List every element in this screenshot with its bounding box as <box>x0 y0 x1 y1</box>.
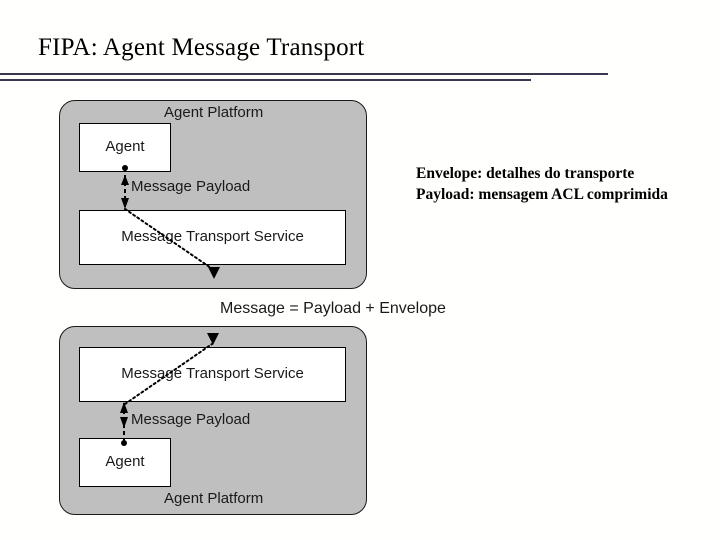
explanatory-note: Envelope: detalhes do transporte Payload… <box>416 163 668 205</box>
title-rule-primary <box>0 73 608 75</box>
page-title: FIPA: Agent Message Transport <box>38 34 365 61</box>
sender-payload-label: Message Payload <box>131 178 251 195</box>
sender-mts-label: Message Transport Service <box>121 228 304 245</box>
sender-agent-label: Agent <box>105 138 145 155</box>
sender-mts-box: Message Transport Service <box>79 210 346 265</box>
receiver-payload-label: Message Payload <box>131 411 251 428</box>
note-line-envelope: Envelope: detalhes do transporte <box>416 165 635 182</box>
receiver-mts-label: Message Transport Service <box>121 365 304 382</box>
receiver-agent-box: Agent <box>79 438 171 487</box>
middle-caption: Message = Payload + Envelope <box>220 300 446 317</box>
receiver-mts-box: Message Transport Service <box>79 347 346 402</box>
sender-platform-label: Agent Platform <box>164 104 264 121</box>
receiver-agent-label: Agent <box>105 453 145 470</box>
note-line-payload: Payload: mensagem ACL comprimida <box>416 186 668 203</box>
receiver-platform-label: Agent Platform <box>164 490 264 507</box>
sender-agent-box: Agent <box>79 123 171 172</box>
title-rule-secondary <box>0 79 531 81</box>
